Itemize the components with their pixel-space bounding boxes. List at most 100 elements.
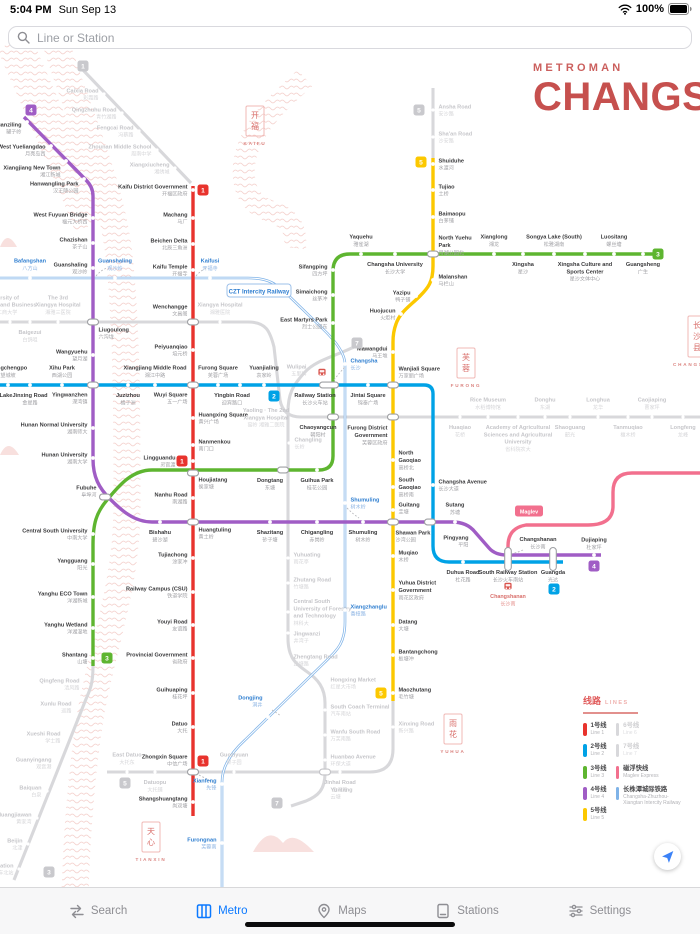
station-xiangtan-north-railway-station[interactable]: Xiangtan North Railway Station湘潭火车北站 [0,863,21,877]
tab-maps[interactable]: Maps [316,903,366,919]
station-lake[interactable]: Lake [0,393,12,399]
search-input[interactable] [35,29,646,46]
locate-me-button[interactable] [654,843,681,870]
station-interchange[interactable] [318,768,332,776]
station-interchange[interactable] [423,518,437,526]
tab-metro[interactable]: Metro [196,903,247,919]
station-railway-campus-csu[interactable]: Railway Campus (CSU)铁道学院 [126,586,195,600]
tab-settings[interactable]: Settings [568,903,631,919]
station-university-of-technology-and-business[interactable]: University ofTechnology and Business湖南工商… [0,295,36,324]
tab-stations[interactable]: Stations [435,903,499,919]
station-wangchengpo[interactable]: Wangchengpo望城坡 [0,366,28,387]
